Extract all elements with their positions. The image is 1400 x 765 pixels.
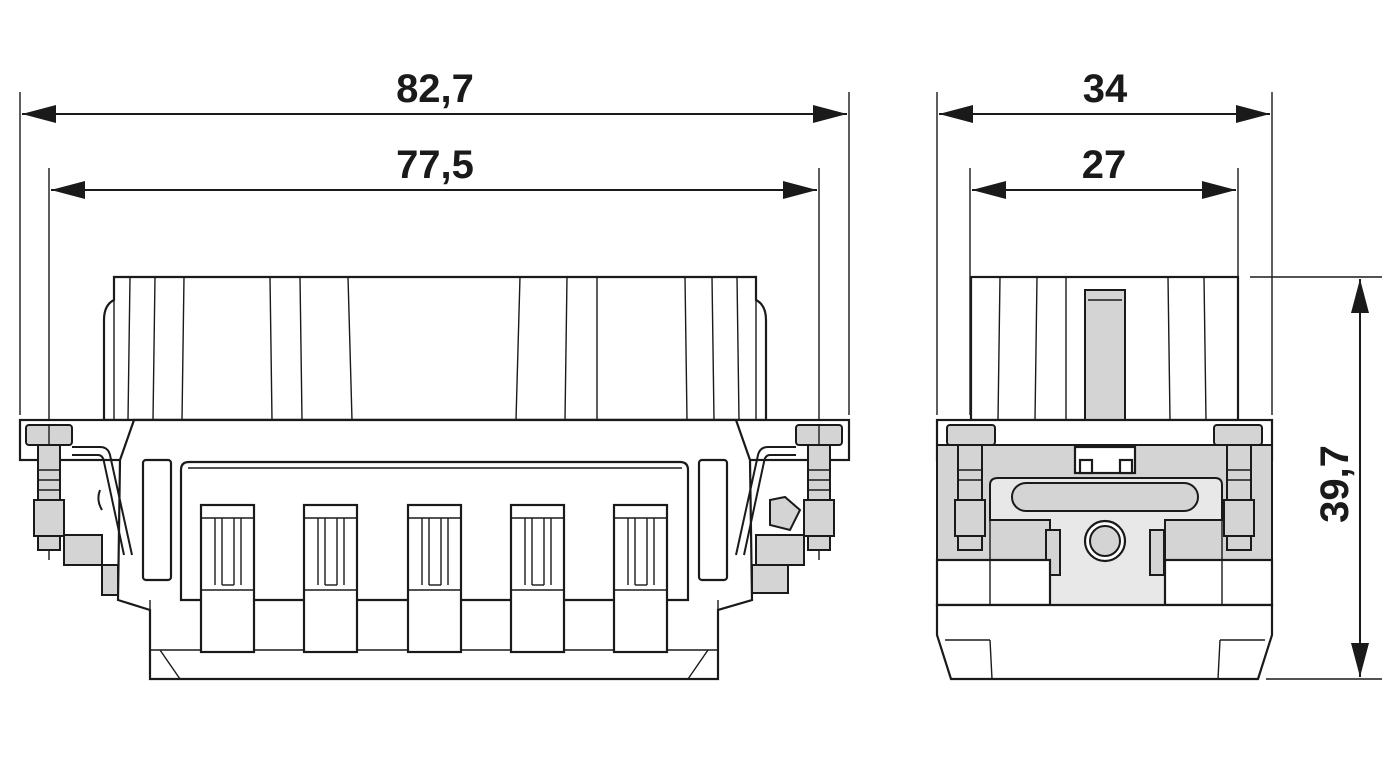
dimension-label-27: 27 <box>1082 143 1127 187</box>
contact-slot <box>612 503 669 654</box>
dimension-label-39-7: 39,7 <box>1313 445 1357 523</box>
contact-slot <box>509 503 566 654</box>
side-view <box>935 275 1274 681</box>
dimension-front-overall-width: 82,7 <box>19 67 850 415</box>
left-screw <box>25 424 133 596</box>
dimension-side-overall-depth: 34 <box>936 67 1273 415</box>
housing-ribs <box>113 276 757 421</box>
dimension-label-82-7: 82,7 <box>396 67 474 111</box>
contact-slot <box>406 503 463 654</box>
right-screw <box>735 424 843 594</box>
contact-slot <box>302 503 359 654</box>
side-housing-ribs <box>997 276 1207 421</box>
side-left-screw <box>946 424 996 551</box>
dimension-label-34: 34 <box>1083 67 1128 111</box>
front-view <box>18 275 851 681</box>
dimension-height: 39,7 <box>1250 276 1382 680</box>
dimension-label-77-5: 77,5 <box>396 143 474 187</box>
contact-slot <box>199 503 256 654</box>
side-right-screw <box>1213 424 1263 551</box>
